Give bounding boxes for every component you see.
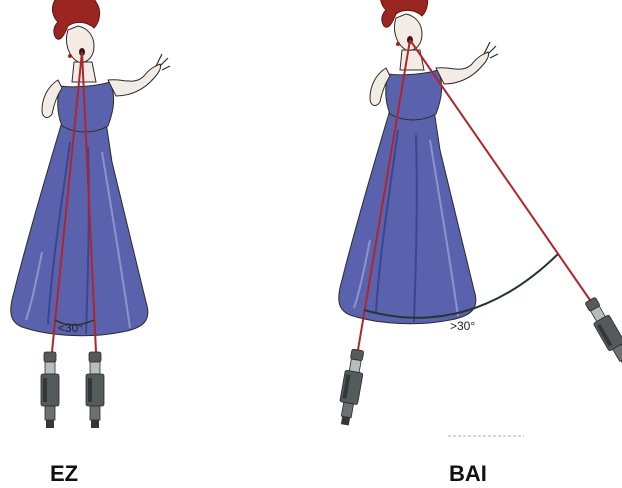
microphone-icon bbox=[41, 352, 59, 428]
microphone-icon bbox=[336, 348, 367, 426]
singer-figure bbox=[339, 0, 498, 324]
microphone-icon bbox=[582, 296, 622, 371]
panel-label-bai: BAI bbox=[449, 461, 487, 486]
angle-label-bai: >30° bbox=[450, 319, 475, 333]
singer-figure bbox=[11, 0, 170, 336]
angle-label-ez: <30° bbox=[58, 321, 83, 335]
microphone-icon bbox=[86, 352, 104, 428]
panel-ez: <30° EZ bbox=[11, 0, 170, 486]
panel-bai: >30° BAI bbox=[336, 0, 622, 486]
panel-label-ez: EZ bbox=[50, 461, 78, 486]
